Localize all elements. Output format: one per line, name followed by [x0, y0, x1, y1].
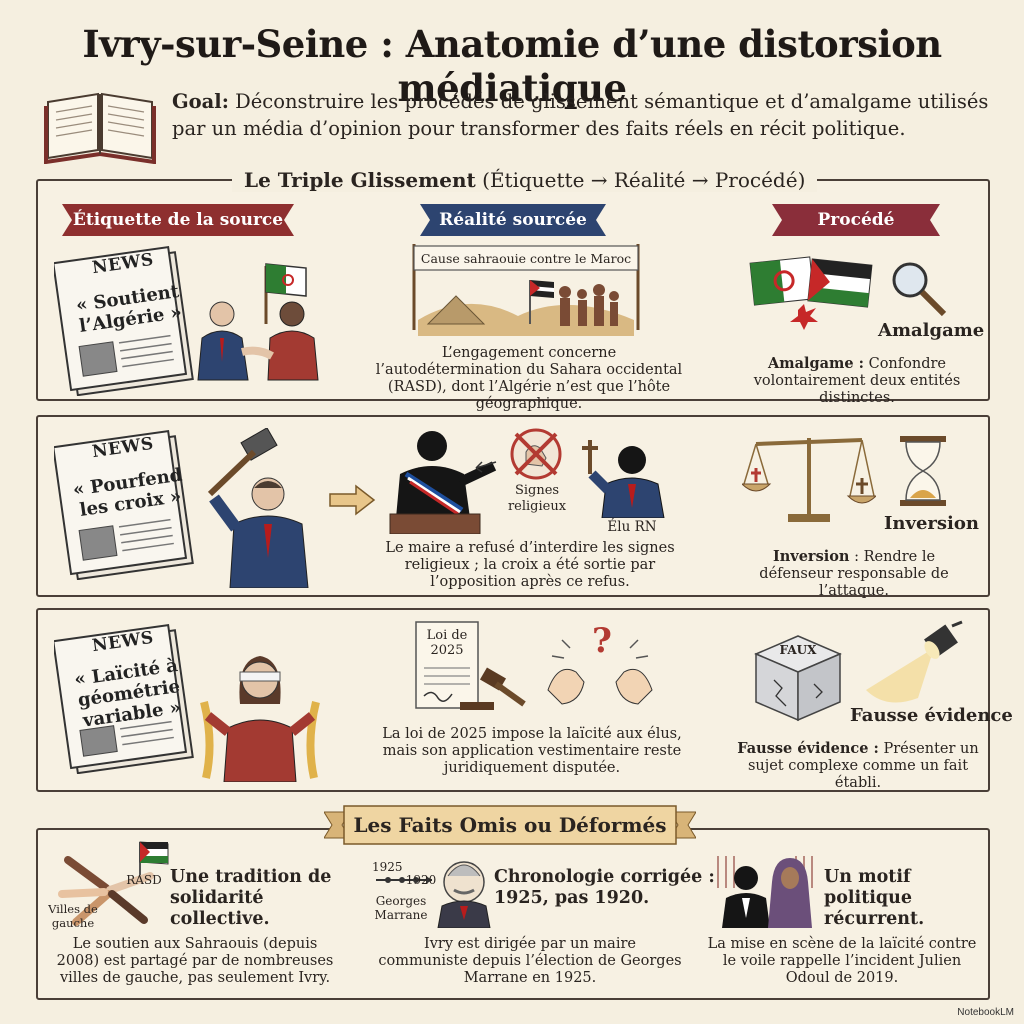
box-label-faux: FAUX — [779, 643, 817, 657]
ribbon-realite: Réalité sourcée — [420, 204, 606, 236]
tag-villes-de-gauche: Villes de gauche — [48, 902, 98, 930]
fact-title-1: Une tradition de solidarité collective. — [170, 867, 332, 929]
silhouettes-pattern-icon — [717, 856, 813, 928]
scales-icon — [742, 438, 876, 522]
spotlight-icon — [866, 620, 963, 703]
law-doc-label: Loi de 2025 — [426, 628, 468, 658]
goal-text: Déconstruire les procédés de glissement … — [172, 90, 989, 140]
newspaper-icon — [52, 430, 194, 581]
newspaper-row-1: NEWS « Soutient l’Algérie » — [52, 246, 194, 397]
person-georges-marrane: Georges Marrane — [374, 894, 428, 922]
brand-label: NotebookLM — [957, 1007, 1014, 1018]
banner-label: Cause sahraouie contre le Maroc — [420, 251, 632, 266]
flags-amalgam-icon — [749, 256, 873, 330]
year-1925: 1925 — [372, 860, 403, 874]
triple-heading: Le Triple Glissement (Étiquette → Réalit… — [232, 168, 818, 192]
hourglass-icon — [900, 436, 946, 506]
definition-2: Inversion : Rendre le défenseur responsa… — [759, 548, 949, 599]
goal-statement: Goal: Déconstruire les procédés de gliss… — [172, 88, 992, 142]
term-amalgame: Amalgame — [878, 320, 985, 341]
triple-heading-bold: Le Triple Glissement — [244, 168, 476, 192]
ribbon-procede: Procédé — [772, 204, 940, 236]
arrow-right-icon — [329, 484, 376, 516]
cracked-box-icon — [754, 635, 842, 722]
ribbon-etiquette: Étiquette de la source — [62, 204, 294, 236]
definition-1: Amalgame : Confondre volontairement deux… — [753, 355, 961, 406]
page-title: Ivry-sur-Seine : Anatomie d’une distorsi… — [82, 22, 942, 110]
label-elu-rn: Élu RN — [607, 519, 657, 535]
newspaper-icon — [52, 624, 194, 775]
label-signes-religieux: Signes religieux — [507, 483, 567, 514]
reality-text-1: L’engagement concerne l’autodéterminatio… — [375, 345, 683, 412]
fact-text-3: La mise en scène de la laïcité contre le… — [707, 936, 977, 986]
triple-heading-rest: (Étiquette → Réalité → Procédé) — [475, 168, 806, 192]
forbidden-signs-icon — [510, 428, 562, 480]
open-book-icon — [44, 92, 156, 164]
goal-label: Goal: — [172, 90, 229, 113]
fact-title-2: Chronologie corrigée : 1925, pas 1920. — [494, 867, 715, 908]
reality-text-2: Le maire a refusé d’interdire les signes… — [385, 540, 675, 590]
fact-title-3: Un motif politique récurrent. — [824, 867, 925, 929]
tag-rasd: RASD — [126, 873, 162, 887]
facts-heading-ribbon: Les Faits Omis ou Déformés — [324, 804, 696, 846]
newspaper-row-3: NEWS « Laïcité à géométrie variable » — [52, 624, 194, 775]
fact-text-1: Le soutien aux Sahraouis (depuis 2008) e… — [56, 936, 334, 986]
reality-text-3: La loi de 2025 impose la laïcité aux élu… — [382, 726, 682, 776]
law-document-gavel-icon — [415, 621, 526, 710]
fact-text-2: Ivry est dirigée par un maire communiste… — [378, 936, 682, 986]
term-fausse-evidence: Fausse évidence — [850, 705, 1013, 726]
timeline-portrait-icon — [376, 861, 491, 928]
handshake-illustration — [197, 263, 319, 381]
definition-3: Fausse évidence : Présenter un sujet com… — [737, 740, 979, 791]
hammer-man-illustration — [207, 428, 309, 588]
rn-elected-with-cross-illustration — [582, 440, 665, 518]
mayor-podium-illustration — [389, 431, 497, 534]
blindfolded-woman-illustration — [200, 656, 320, 782]
desert-camp-illustration — [412, 244, 640, 336]
year-1920: 1920 — [405, 873, 437, 887]
newspaper-row-2: NEWS « Pourfend les croix » — [52, 430, 194, 581]
open-hands-question-icon: ? — [547, 621, 653, 705]
svg-text:?: ? — [592, 621, 612, 661]
joined-hands-flag-icon — [58, 841, 169, 926]
magnifier-icon — [892, 262, 947, 317]
newspaper-icon — [52, 246, 194, 397]
term-inversion: Inversion — [884, 513, 979, 534]
